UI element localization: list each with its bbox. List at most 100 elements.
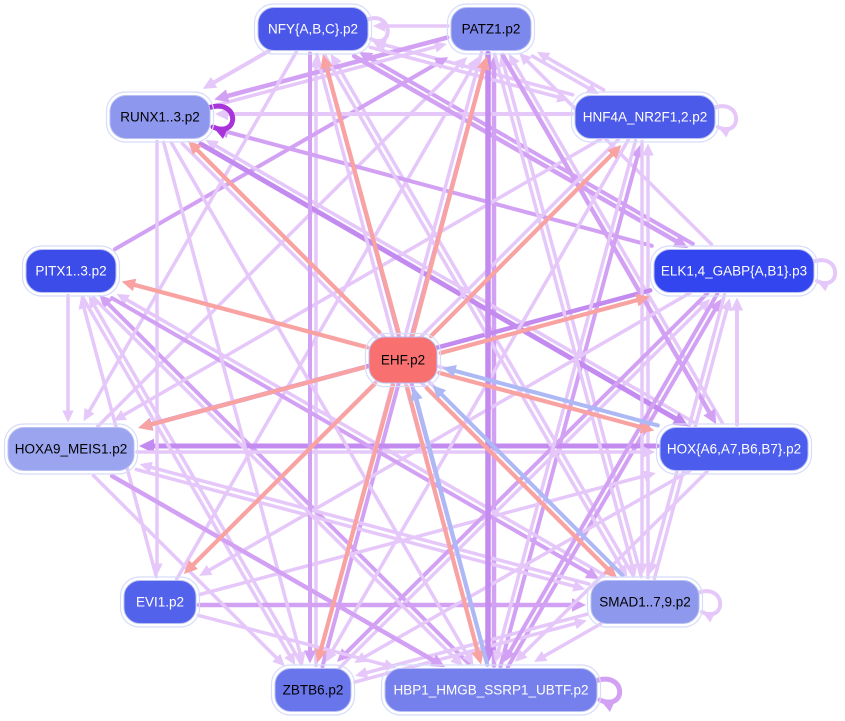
edge-HNF4A-HOXA9 xyxy=(113,137,603,421)
edge-EHF-ZBTB6 xyxy=(314,383,396,663)
edge-SMAD-HOXA9 xyxy=(139,461,591,586)
node-outline xyxy=(446,3,536,55)
node-outline xyxy=(3,423,139,475)
edge-HOX-EHF xyxy=(442,364,660,428)
edge-PITX1-HOXA9 xyxy=(62,293,74,423)
edge-EHF-ELK1 xyxy=(438,294,650,356)
node-label: HNF4A_NR2F1,2.p2 xyxy=(583,110,708,125)
node-box xyxy=(109,95,211,139)
node-ELK1[interactable]: ELK1,4_GABP{A,B1}.p3 xyxy=(649,245,819,297)
node-label: HOX{A6,A7,B6,B7}.p2 xyxy=(667,442,801,457)
node-outline xyxy=(119,576,201,628)
node-outline xyxy=(253,3,373,55)
edge-PATZ1-HNF4A xyxy=(530,54,599,95)
edge-HOXA9-HBP1 xyxy=(109,473,446,668)
edge-NFY-ZBTB6 xyxy=(303,51,317,664)
edge-EHF-HBP1 xyxy=(404,384,484,665)
node-outline xyxy=(270,664,356,716)
edge-EHF-NFY xyxy=(320,54,401,336)
node-label: HOXA9_MEIS1.p2 xyxy=(15,442,128,457)
edge-RUNX1-ZBTB6 xyxy=(161,140,306,665)
node-HOX[interactable]: HOX{A6,A7,B6,B7}.p2 xyxy=(655,423,813,475)
edge-NFY-ELK1 xyxy=(351,53,689,249)
self-loop-ELK1 xyxy=(810,258,838,292)
edge-NFY-RUNX1 xyxy=(202,48,271,89)
node-RUNX1[interactable]: RUNX1..3.p2 xyxy=(105,91,215,143)
node-box xyxy=(7,427,135,471)
edge-EHF-PATZ1 xyxy=(410,56,490,337)
node-PATZ1[interactable]: PATZ1.p2 xyxy=(446,3,536,55)
node-box xyxy=(384,668,598,712)
node-label: ZBTB6.p2 xyxy=(283,683,344,698)
edge-EHF-RUNX1 xyxy=(188,140,382,334)
self-loop-SMAD xyxy=(695,589,723,623)
node-EHF[interactable]: EHF.p2 xyxy=(364,332,442,388)
node-label: SMAD1..7,9.p2 xyxy=(599,595,691,610)
edge-EVI1-HBP1 xyxy=(196,613,397,671)
node-outline xyxy=(364,332,442,388)
edge-PITX1-ZBTB6 xyxy=(80,295,296,666)
edge-EHF-EVI1 xyxy=(183,381,377,574)
edge-HNF4A-PATZ1 xyxy=(537,51,606,92)
edge-HBP1-EHF xyxy=(410,387,490,667)
node-HOXA9[interactable]: HOXA9_MEIS1.p2 xyxy=(3,423,139,475)
edge-NFY-SMAD xyxy=(322,53,628,578)
edge-HOX-HBP1 xyxy=(515,469,709,662)
node-outline xyxy=(380,664,602,716)
node-box xyxy=(123,580,197,624)
node-box xyxy=(257,7,369,51)
edge-HNF4A-HBP1 xyxy=(492,138,638,663)
edge-ELK1-HBP1 xyxy=(503,291,720,663)
node-label: EHF.p2 xyxy=(381,353,425,368)
node-label: EVI1.p2 xyxy=(136,595,184,610)
node-box xyxy=(450,7,532,51)
node-box xyxy=(653,249,815,293)
node-outline xyxy=(105,91,215,143)
edge-SMAD-PITX1 xyxy=(116,293,606,577)
edge-HOX-ELK1 xyxy=(730,297,744,427)
edge-HOXA9-HOX xyxy=(135,446,655,458)
edge-SMAD-EHF xyxy=(432,385,625,578)
edge-EHF-HOXA9 xyxy=(138,364,368,431)
node-HNF4A[interactable]: HNF4A_NR2F1,2.p2 xyxy=(570,91,720,143)
node-label: NFY{A,B,C}.p2 xyxy=(268,22,358,37)
edge-HOX-HOXA9 xyxy=(139,438,660,454)
edge-HNF4A-SMAD xyxy=(636,139,648,576)
edge-RUNX1-HOX xyxy=(198,141,689,427)
node-SMAD[interactable]: SMAD1..7,9.p2 xyxy=(586,576,704,628)
edge-EHF-HOX xyxy=(437,370,655,434)
node-outline xyxy=(21,245,121,297)
edge-EHF-SMAD xyxy=(424,386,617,579)
edge-EVI1-HOX xyxy=(198,470,656,597)
node-NFY[interactable]: NFY{A,B,C}.p2 xyxy=(253,3,373,55)
edge-PATZ1-RUNX1 xyxy=(214,35,450,103)
edge-HOX-RUNX1 xyxy=(205,139,695,424)
node-label: HBP1_HMGB_SSRP1_UBTF.p2 xyxy=(393,683,588,698)
node-PITX1[interactable]: PITX1..3.p2 xyxy=(21,245,121,297)
edge-ELK1-EVI1 xyxy=(199,291,692,576)
self-loop-RUNX1 xyxy=(205,103,236,139)
node-box xyxy=(574,95,716,139)
node-label: PITX1..3.p2 xyxy=(35,264,106,279)
edge-PATZ1-HOX xyxy=(500,52,717,425)
edge-HNF4A-ZBTB6 xyxy=(325,138,630,663)
node-outline xyxy=(649,245,819,297)
node-HBP1[interactable]: HBP1_HMGB_SSRP1_UBTF.p2 xyxy=(380,664,602,716)
edge-ZBTB6-NFY xyxy=(310,55,322,668)
node-outline xyxy=(586,576,704,628)
edge-HOX-PATZ1 xyxy=(508,53,725,425)
node-outline xyxy=(570,91,720,143)
edge-HNF4A-RUNX1 xyxy=(215,107,574,121)
edge-RUNX1-PATZ1 xyxy=(212,41,447,108)
node-EVI1[interactable]: EVI1.p2 xyxy=(119,576,201,628)
node-label: RUNX1..3.p2 xyxy=(120,110,200,125)
self-loop-NFY xyxy=(364,16,390,50)
node-box xyxy=(25,249,117,293)
self-loop-HBP1 xyxy=(592,676,623,712)
node-box xyxy=(368,336,438,384)
node-ZBTB6[interactable]: ZBTB6.p2 xyxy=(270,664,356,716)
node-outline xyxy=(655,423,813,475)
edge-RUNX1-EVI1 xyxy=(151,139,163,576)
